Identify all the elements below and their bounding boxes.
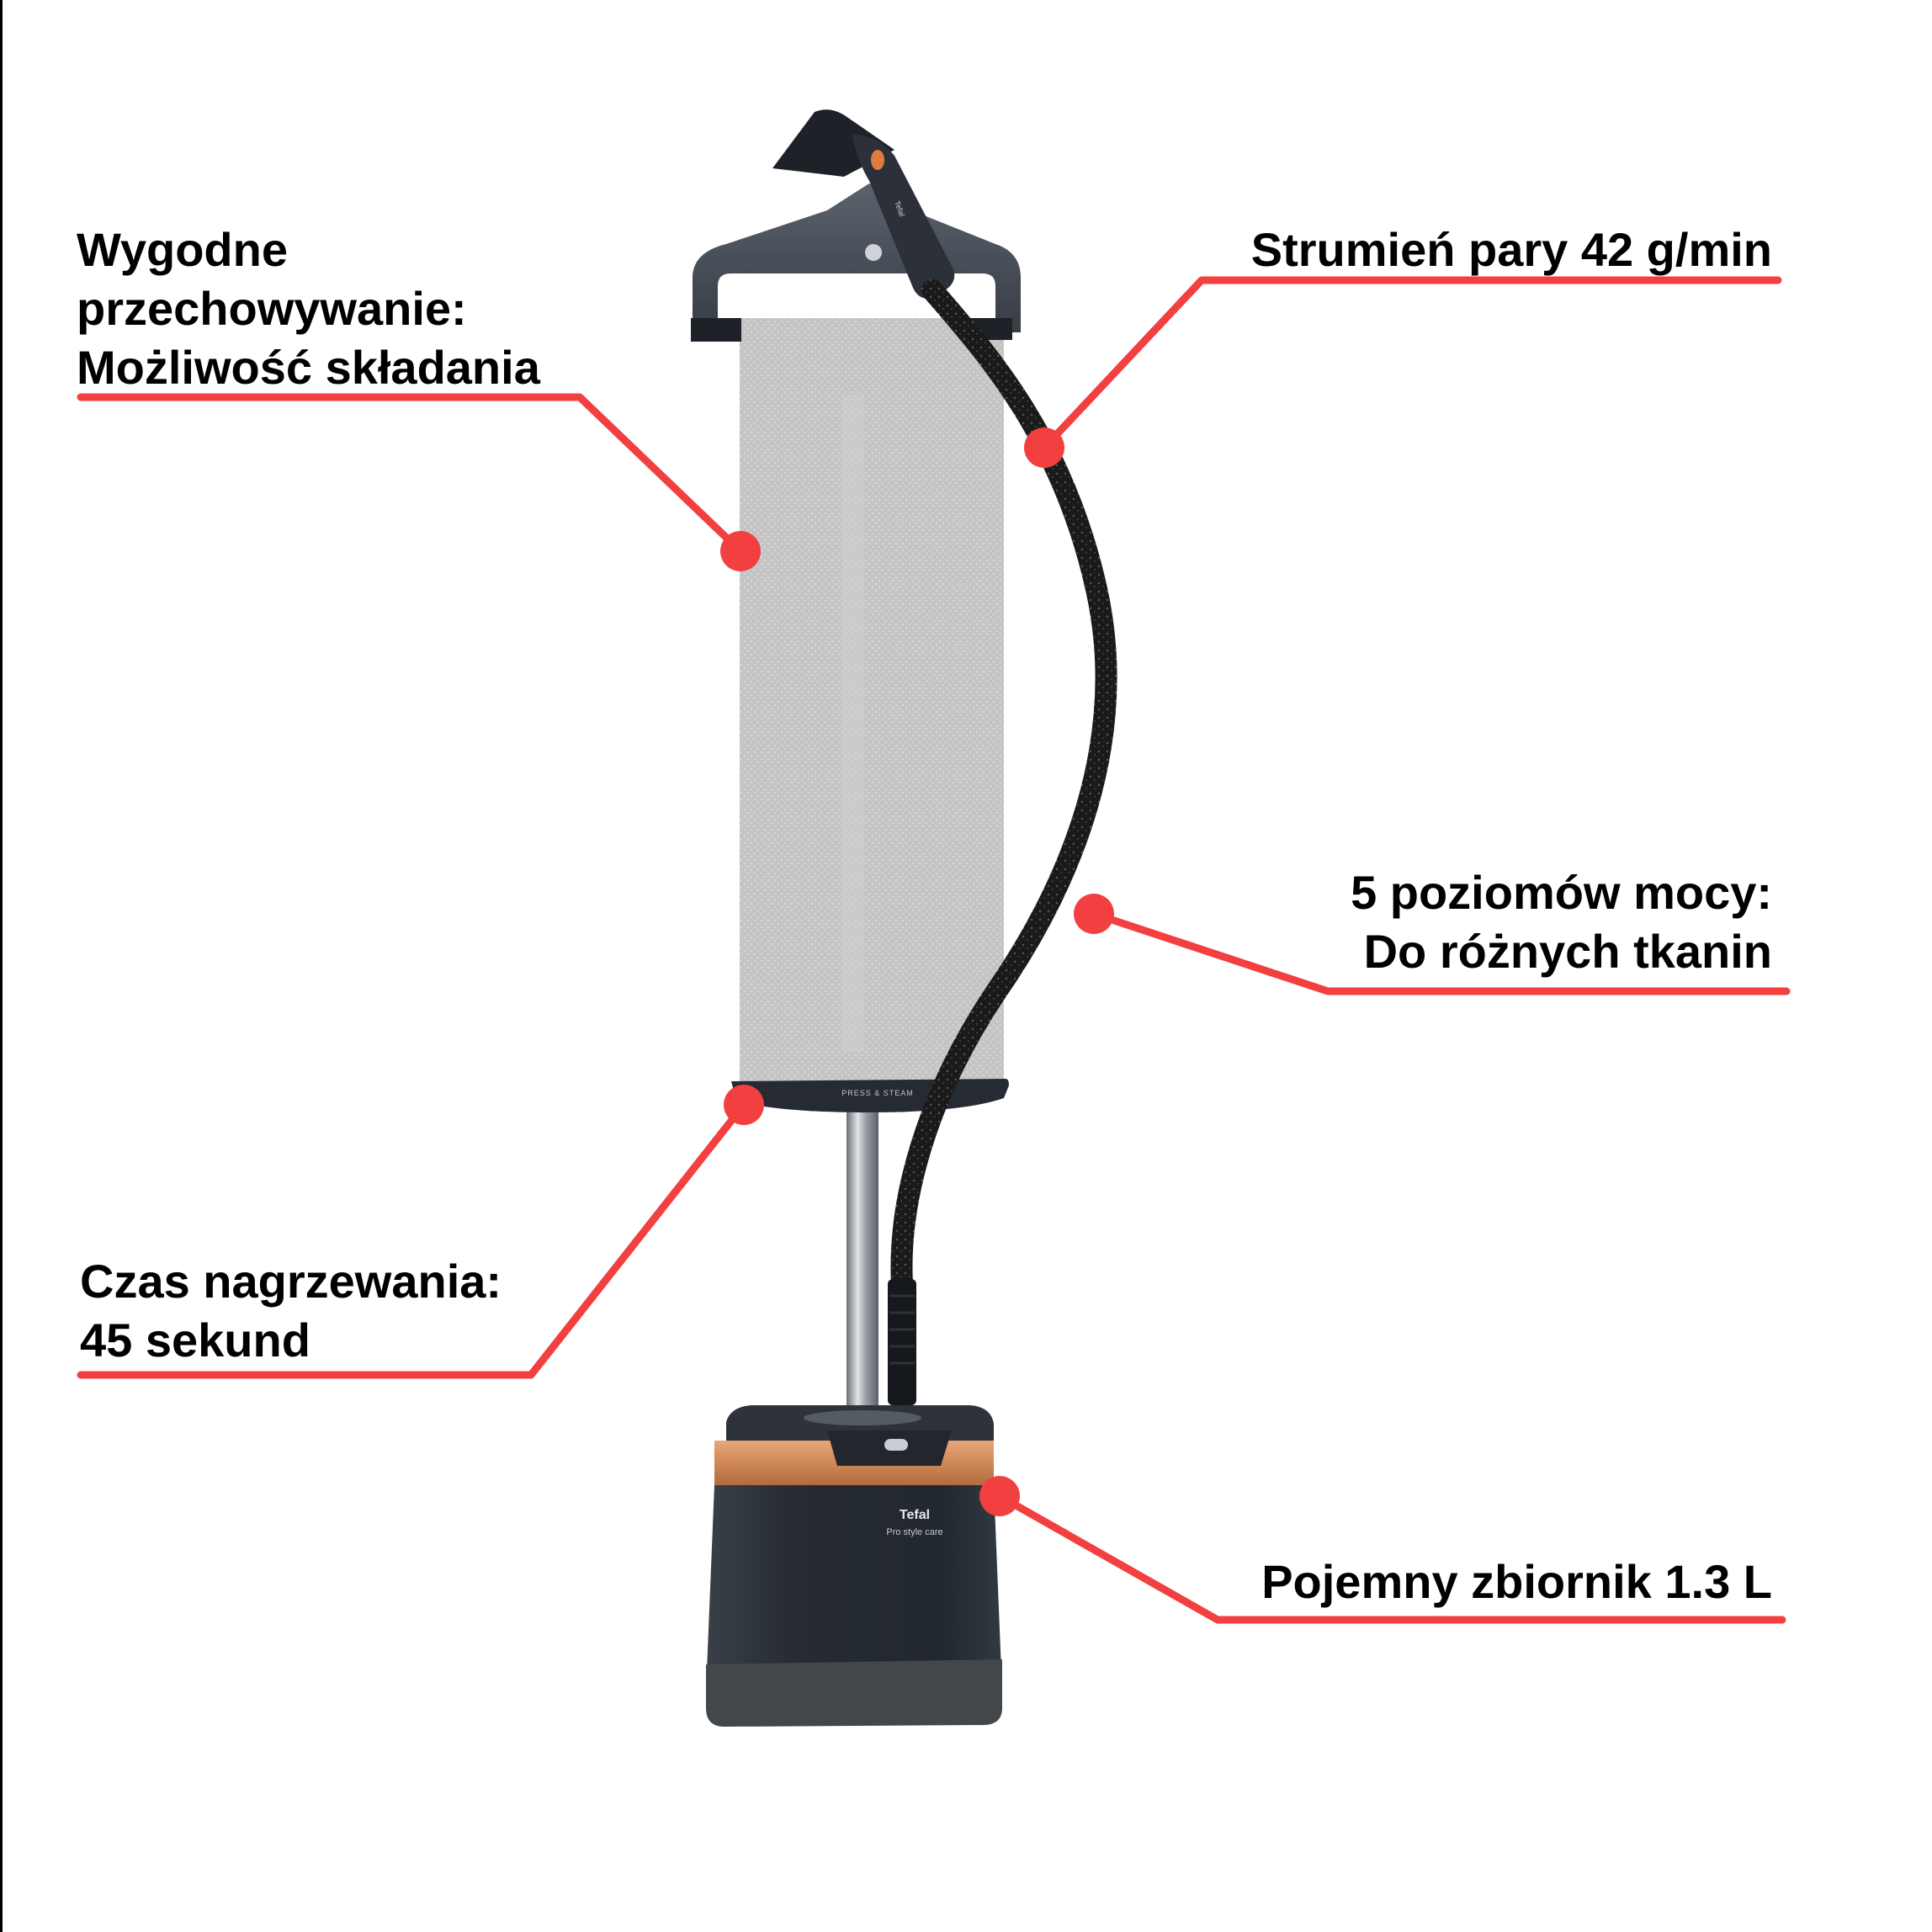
callout-line-steam — [1040, 276, 1782, 452]
callout-line-tank — [995, 1492, 1786, 1624]
callout-dot-power — [1074, 894, 1114, 934]
telescopic-pole — [847, 1111, 878, 1426]
hanger — [691, 183, 1021, 342]
hose-connector — [888, 1279, 916, 1405]
steam-trigger-button — [871, 150, 884, 170]
callout-label-heatup: Czas nagrzewania: 45 sekund — [80, 1255, 502, 1367]
callout-dot-tank — [979, 1476, 1020, 1516]
callout-line-storage — [77, 393, 745, 555]
callout-label-storage: Wygodne przechowywanie: Możliwość składa… — [77, 223, 540, 394]
water-tank-base: Tefal Pro style care — [706, 1405, 1002, 1727]
callout-dots — [720, 427, 1114, 1516]
steam-board: PRESS & STEAM — [731, 318, 1009, 1112]
steamer-handle: Tefal — [772, 109, 955, 299]
callout-dot-heatup — [724, 1085, 764, 1125]
garment-steamer-illustration: Tefal Pro style care PRESS & STEAM Tefal — [77, 109, 1791, 1727]
callout-label-steam: Strumień pary 42 g/min — [1250, 223, 1772, 276]
callout-line-power — [1090, 910, 1791, 995]
board-label: PRESS & STEAM — [841, 1089, 914, 1097]
callout-lines — [77, 276, 1791, 1624]
steam-hose — [890, 279, 1117, 1307]
callout-label-power: 5 poziomów mocy: Do różnych tkanin — [1351, 866, 1772, 978]
brand-logo: Tefal — [900, 1508, 930, 1522]
callout-line-heatup — [77, 1101, 748, 1379]
callout-dot-storage — [720, 531, 761, 571]
callout-label-tank: Pojemny zbiornik 1.3 L — [1261, 1555, 1772, 1608]
callout-dot-steam — [1024, 427, 1064, 468]
model-name: Pro style care — [886, 1527, 942, 1537]
